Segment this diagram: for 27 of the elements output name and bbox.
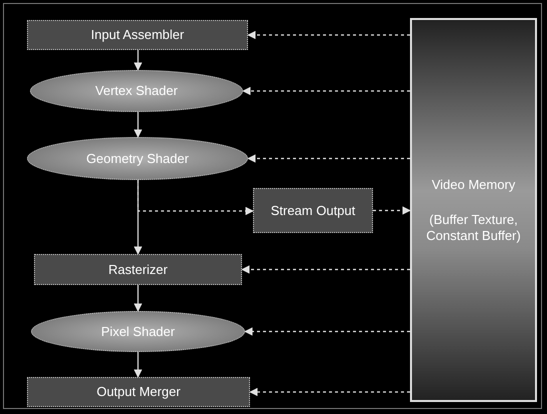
stage-label: Video Memory bbox=[432, 176, 516, 192]
stage-label: Stream Output bbox=[270, 202, 356, 218]
arrow bbox=[247, 30, 410, 40]
arrow bbox=[134, 180, 142, 255]
stage-label: Rasterizer bbox=[108, 262, 168, 278]
arrow bbox=[373, 206, 411, 215]
stage-box bbox=[34, 254, 242, 285]
stage-label: Input Assembler bbox=[90, 27, 184, 43]
stage-label: Output Merger bbox=[96, 384, 180, 400]
arrow bbox=[134, 352, 142, 378]
arrow bbox=[137, 180, 254, 216]
arrow bbox=[242, 86, 410, 96]
stage-box bbox=[27, 377, 250, 407]
stage-box bbox=[27, 20, 248, 50]
arrow bbox=[241, 265, 410, 274]
stage-label: Pixel Shader bbox=[101, 324, 175, 340]
arrow bbox=[134, 285, 142, 312]
arrow bbox=[247, 154, 410, 163]
stage-label: Vertex Shader bbox=[95, 83, 178, 99]
arrow bbox=[134, 50, 142, 71]
memory-block bbox=[410, 18, 537, 402]
stage-box bbox=[253, 188, 373, 233]
arrow bbox=[244, 327, 410, 336]
arrow bbox=[249, 388, 410, 396]
stage-label: Geometry Shader bbox=[86, 150, 189, 166]
memory-contents: (Buffer Texture, Constant Buffer) bbox=[425, 212, 522, 244]
arrow bbox=[134, 112, 142, 138]
